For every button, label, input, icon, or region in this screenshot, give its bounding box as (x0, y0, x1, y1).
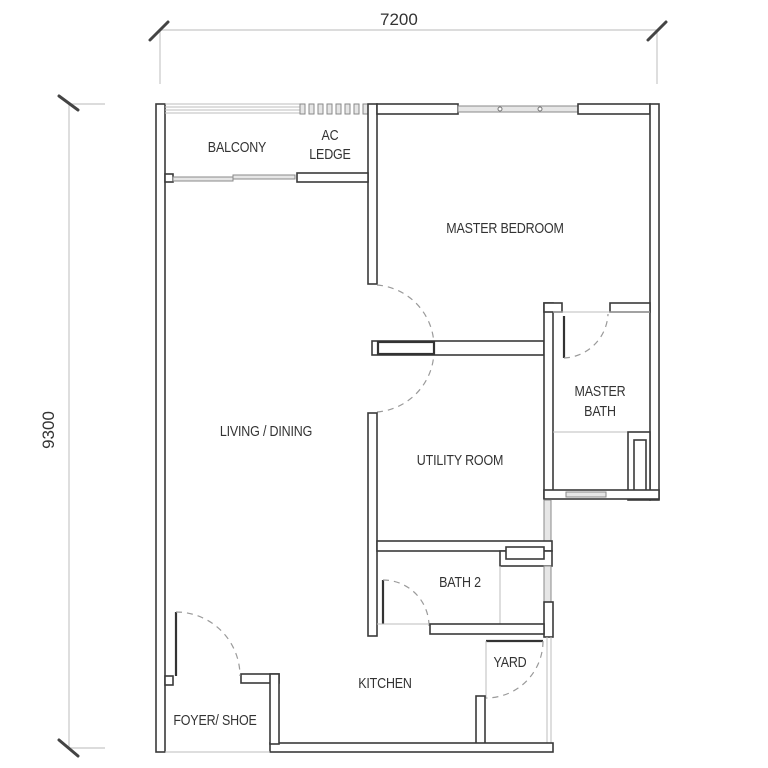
room-label-ac-ledge-line1: AC (321, 128, 339, 144)
height-dimension-label: 9300 (38, 411, 58, 449)
width-dimension-line (148, 20, 668, 84)
bedroom-utility-wall (371, 340, 545, 356)
height-dimension-line (57, 94, 105, 758)
right-exterior-wall (649, 103, 660, 501)
ac-ledge-grille (299, 103, 369, 115)
bottom-exterior-wall (269, 742, 554, 753)
room-label-living-dining: LIVING / DINING (219, 424, 313, 440)
bedroom-living-wall-upper (367, 103, 378, 285)
room-label-kitchen: KITCHEN (358, 676, 412, 692)
room-label-master-bath-line1: MASTER (574, 384, 626, 400)
utility-window (543, 499, 552, 543)
room-label-yard: YARD (493, 655, 527, 671)
yard-partition (475, 695, 486, 745)
room-label-master-bedroom: MASTER BEDROOM (446, 221, 564, 237)
master-bedroom-top-wall-right (577, 103, 651, 115)
room-label-bath-2: BATH 2 (439, 575, 481, 591)
room-label-ac-ledge-line2: LEDGE (309, 147, 351, 163)
room-label-balcony: BALCONY (207, 140, 267, 156)
master-bedroom-window (457, 105, 579, 113)
left-exterior-wall (155, 103, 166, 753)
master-bedroom-top-wall-left (376, 103, 459, 115)
balcony-sliding-door (164, 172, 369, 183)
utility-bath2-wall (376, 540, 553, 552)
balcony-railing (165, 103, 300, 114)
bath2-bottom-wall (429, 623, 545, 635)
room-label-foyer-shoe: FOYER/ SHOE (173, 713, 257, 729)
width-dimension-label: 7200 (380, 10, 418, 29)
master-bath-left-wall (543, 302, 554, 499)
living-utility-wall (367, 412, 378, 637)
master-bath-window (565, 491, 607, 498)
room-label-master-bath-line2: BATH (584, 404, 616, 420)
room-label-utility-room: UTILITY ROOM (416, 453, 504, 469)
bedroom-door-leaf (376, 340, 436, 356)
